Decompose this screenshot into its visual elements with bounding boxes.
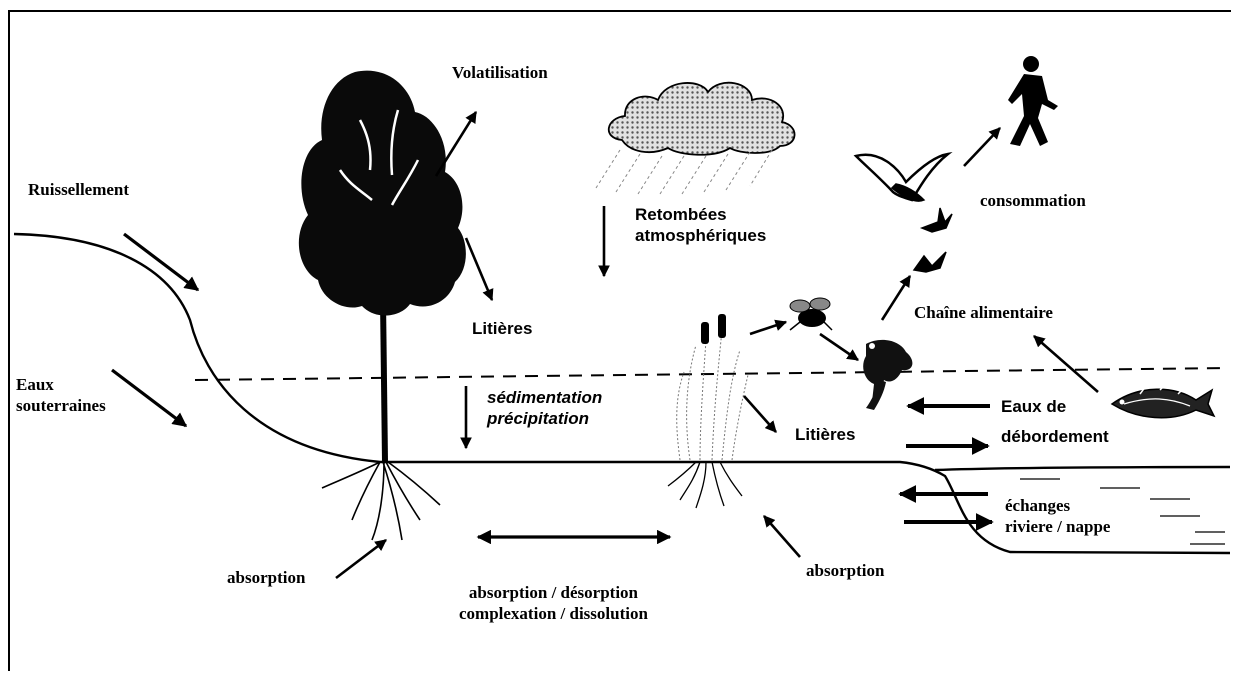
retombees-line-1: Retombées [635, 204, 766, 225]
volatilisation-label: Volatilisation [452, 62, 548, 83]
retombees-label: Retombées atmosphériques [635, 204, 766, 246]
absorption-left-label: absorption [227, 567, 305, 588]
river-surface-line [935, 467, 1230, 470]
ruissellement-label: Ruissellement [28, 179, 129, 200]
echanges-line-1: échanges [1005, 495, 1110, 516]
walking-person-icon [1008, 56, 1058, 146]
cattail-reed-icon [668, 314, 748, 508]
tree-icon [299, 71, 466, 540]
fish-icon [1112, 384, 1214, 418]
eaux-souterraines-line-1: Eaux [16, 374, 106, 395]
litieres-tree-label: Litières [472, 318, 532, 339]
litieres-reed-arrow [744, 396, 776, 432]
sedimentation-label: sédimentation précipitation [487, 387, 602, 429]
absorption-right-arrow [764, 516, 800, 557]
eaux-souterraines-line-2: souterraines [16, 395, 106, 416]
rain-cloud-icon [596, 83, 795, 194]
eaux-debordement-line-1: Eaux de [1001, 396, 1109, 417]
sedimentation-line-1: sédimentation [487, 387, 602, 408]
precipitation-line-2: précipitation [487, 408, 602, 429]
consommation-label: consommation [980, 190, 1086, 211]
bird-icon [856, 154, 952, 272]
bird-to-human-arrow [964, 128, 1000, 166]
reed-to-insect-arrow [750, 322, 786, 334]
chaine-alimentaire-label: Chaîne alimentaire [914, 302, 1053, 323]
absorption-left-arrow [336, 540, 386, 578]
litieres-reed-label: Litières [795, 424, 855, 445]
litieres-tree-arrow [466, 238, 492, 300]
echanges-line-2: riviere / nappe [1005, 516, 1110, 537]
frog-to-bird-arrow [882, 276, 910, 320]
eaux-debordement-label: Eaux de débordement [1001, 396, 1109, 447]
retombees-line-2: atmosphériques [635, 225, 766, 246]
process-arrows [112, 112, 1098, 578]
eaux-souterraines-label: Eaux souterraines [16, 374, 106, 416]
echanges-label: échanges riviere / nappe [1005, 495, 1110, 537]
complexation-line-2: complexation / dissolution [459, 603, 648, 624]
insect-icon [790, 298, 832, 330]
eaux-souterraines-arrow [112, 370, 186, 426]
frog-icon [863, 340, 912, 410]
fish-to-chain-arrow [1034, 336, 1098, 392]
insect-to-frog-arrow [820, 334, 858, 360]
absorption-desorption-label: absorption / désorption complexation / d… [459, 582, 648, 624]
absorption-desorption-line-1: absorption / désorption [459, 582, 648, 603]
absorption-right-label: absorption [806, 560, 884, 581]
eaux-debordement-line-2: débordement [1001, 426, 1109, 447]
